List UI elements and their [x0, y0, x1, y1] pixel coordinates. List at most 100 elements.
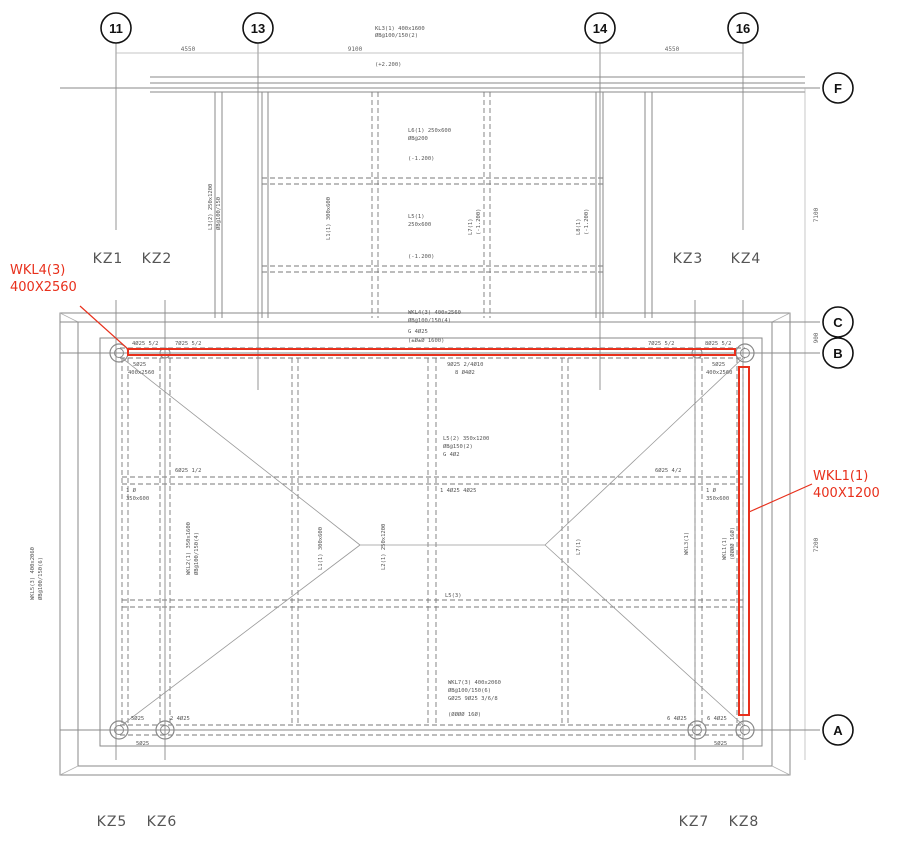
note-mid-beam: 9Ø25 2/4Ø10 — [447, 361, 483, 368]
note-wkl4-b: ØB@100/150(4) — [408, 317, 451, 324]
tag-kz7: KZ7 — [679, 814, 710, 830]
note-left-wkl: 6Ø25 1/2 — [175, 467, 202, 474]
note-wkl-right-a: 1 Ø — [706, 487, 717, 494]
column-kz5[interactable] — [109, 720, 129, 740]
note-l2: L2(1) 250x1200 — [381, 524, 387, 570]
note-top-beam-c: (+2.200) — [375, 62, 402, 68]
axis-label-14: 14 — [593, 21, 608, 36]
note-l8: L8(1) — [576, 218, 582, 235]
note-wkl4-d: (±Ø±Ø 1600) — [408, 337, 444, 344]
main-frame — [59, 312, 820, 776]
note-br-a: 6 4Ø25 — [667, 715, 687, 722]
column-tags: KZ1 KZ2 KZ3 KZ4 KZ5 KZ6 KZ7 KZ8 — [93, 251, 762, 830]
axis-bubble-13[interactable]: 13 — [242, 12, 274, 44]
axis-bubble-F[interactable]: F — [822, 72, 854, 104]
axis-bubble-B[interactable]: B — [822, 337, 854, 369]
dim-top-right: 4550 — [665, 46, 680, 53]
note-left-ext: WKL5(3) 400x2060 — [30, 547, 36, 600]
note-rebar-tr2: 8Ø25 5/2 — [705, 340, 732, 347]
note-l6c: (-1.200) — [408, 156, 435, 162]
note-br-c: 5Ø25 — [714, 740, 727, 747]
note-rebar-tl: 4Ø25 5/2 — [132, 340, 159, 347]
callout-wkl4-size: 400X2560 — [10, 280, 77, 295]
axis-label-13: 13 — [251, 21, 265, 36]
note-rebar-tr: 7Ø25 5/2 — [648, 340, 675, 347]
note-bl-b: 2 4Ø25 — [170, 715, 190, 722]
note-l5-3: L5(3) — [445, 593, 462, 599]
note-wkl-left-b: 350x600 — [126, 496, 149, 502]
columns — [109, 343, 755, 740]
axis-bubble-16[interactable]: 16 — [727, 12, 759, 44]
column-kz8[interactable] — [735, 720, 755, 740]
axis-bubble-C[interactable]: C — [822, 306, 854, 338]
callout-wkl4-name: WKL4(3) — [10, 263, 65, 278]
axis-label-11: 11 — [109, 21, 123, 36]
tag-kz6: KZ6 — [147, 814, 178, 830]
tag-kz8: KZ8 — [729, 814, 760, 830]
dim-right-upper: 7100 — [813, 207, 820, 222]
note-l7b: (-1.200) — [476, 209, 482, 236]
note-wkl-right-b: 350x600 — [706, 496, 729, 502]
axis-label-C: C — [833, 315, 843, 330]
note-left-col-a: L3(2) 250x1200 — [208, 184, 214, 230]
axis-label-B: B — [833, 346, 842, 361]
note-l7: L7(1) — [468, 218, 474, 235]
dim-right-lower: 7200 — [813, 537, 820, 552]
note-bl-a: 5Ø25 — [131, 715, 144, 722]
note-l6b: ØB@200 — [408, 135, 428, 142]
note-mid-beam-b: 8 Ø4Ø2 — [455, 369, 475, 376]
axis-bubble-14[interactable]: 14 — [584, 12, 616, 44]
note-kl2: WKL2(1) 350x1600 — [186, 522, 192, 575]
callout-wkl1-size: 400X1200 — [813, 486, 880, 501]
note-br-b: 6 4Ø25 — [707, 715, 727, 722]
note-tr-small: 5Ø25 — [712, 361, 725, 368]
axis-label-F: F — [834, 81, 842, 96]
tag-kz4: KZ4 — [731, 251, 762, 267]
note-top-beam-b: ØB@100/150(2) — [375, 32, 418, 39]
column-kz6[interactable] — [155, 720, 175, 740]
axis-bubble-A[interactable]: A — [822, 714, 854, 746]
tag-kz1: KZ1 — [93, 251, 124, 267]
note-wkl4-c: G 4Ø25 — [408, 328, 428, 335]
note-l5-mid-c: G 4Ø2 — [443, 451, 460, 458]
dim-right-mid: 900 — [813, 332, 820, 343]
axis-bubble-11[interactable]: 11 — [100, 12, 132, 44]
axis-bubbles: 11 13 14 16 F C B A — [100, 12, 854, 746]
note-l5: L5(1) — [408, 214, 425, 220]
note-l7-mid: L7(1) — [576, 538, 582, 555]
note-rebar-tl2: 7Ø25 5/2 — [175, 340, 202, 347]
note-bottom-beam-d: (ØØØØ 16Ø) — [448, 711, 481, 718]
note-left-ext-b: ØB@100/150(6) — [37, 557, 44, 600]
note-wkl3: WKL3(1) — [684, 532, 690, 555]
note-bottom-beam-b: ØB@100/150(6) — [448, 687, 491, 694]
note-l5b: 250x600 — [408, 222, 431, 228]
note-left-col-b: ØB@100/150 — [215, 197, 222, 230]
note-bl-c: 5Ø25 — [136, 740, 149, 747]
note-wkl1-b: (ØØØØ 16Ø) — [729, 527, 736, 560]
note-tl-small-b: 400x2560 — [128, 370, 155, 376]
axis-label-A: A — [833, 723, 843, 738]
dim-top-left: 4550 — [181, 46, 196, 53]
dim-top-mid: 9100 — [348, 46, 363, 53]
highlight-wkl4[interactable] — [79, 305, 736, 356]
note-tl-small: 5Ø25 — [133, 361, 146, 368]
note-wkl4-a: WKL4(3) 400x2560 — [408, 310, 461, 316]
note-wkl1: WKL1(1) — [722, 537, 728, 560]
note-l1-upper: L1(1) 300x600 — [326, 197, 332, 240]
upper-wing-outline — [60, 76, 820, 760]
note-mid-rebar: 1 4Ø25 4Ø25 — [440, 487, 476, 494]
note-l5-mid-b: ØB@150(2) — [443, 443, 473, 450]
axis-label-16: 16 — [736, 21, 750, 36]
column-kz7[interactable] — [687, 720, 707, 740]
tag-kz5: KZ5 — [97, 814, 128, 830]
grid-lines — [115, 40, 744, 760]
highlight-wkl1[interactable] — [738, 366, 813, 716]
tag-kz3: KZ3 — [673, 251, 704, 267]
upper-annotations: KL3(1) 400x1600 ØB@100/150(2) (+2.200) L… — [208, 26, 590, 344]
note-bottom-beam: WKL7(3) 400x2060 — [448, 680, 501, 686]
main-annotations: 4Ø25 5/2 7Ø25 5/2 7Ø25 5/2 8Ø25 5/2 5Ø25… — [30, 340, 736, 747]
note-kl2b: ØB@100/150(4) — [193, 532, 200, 575]
note-tr-small-b: 400x2560 — [706, 370, 733, 376]
note-l5c: (-1.200) — [408, 254, 435, 260]
